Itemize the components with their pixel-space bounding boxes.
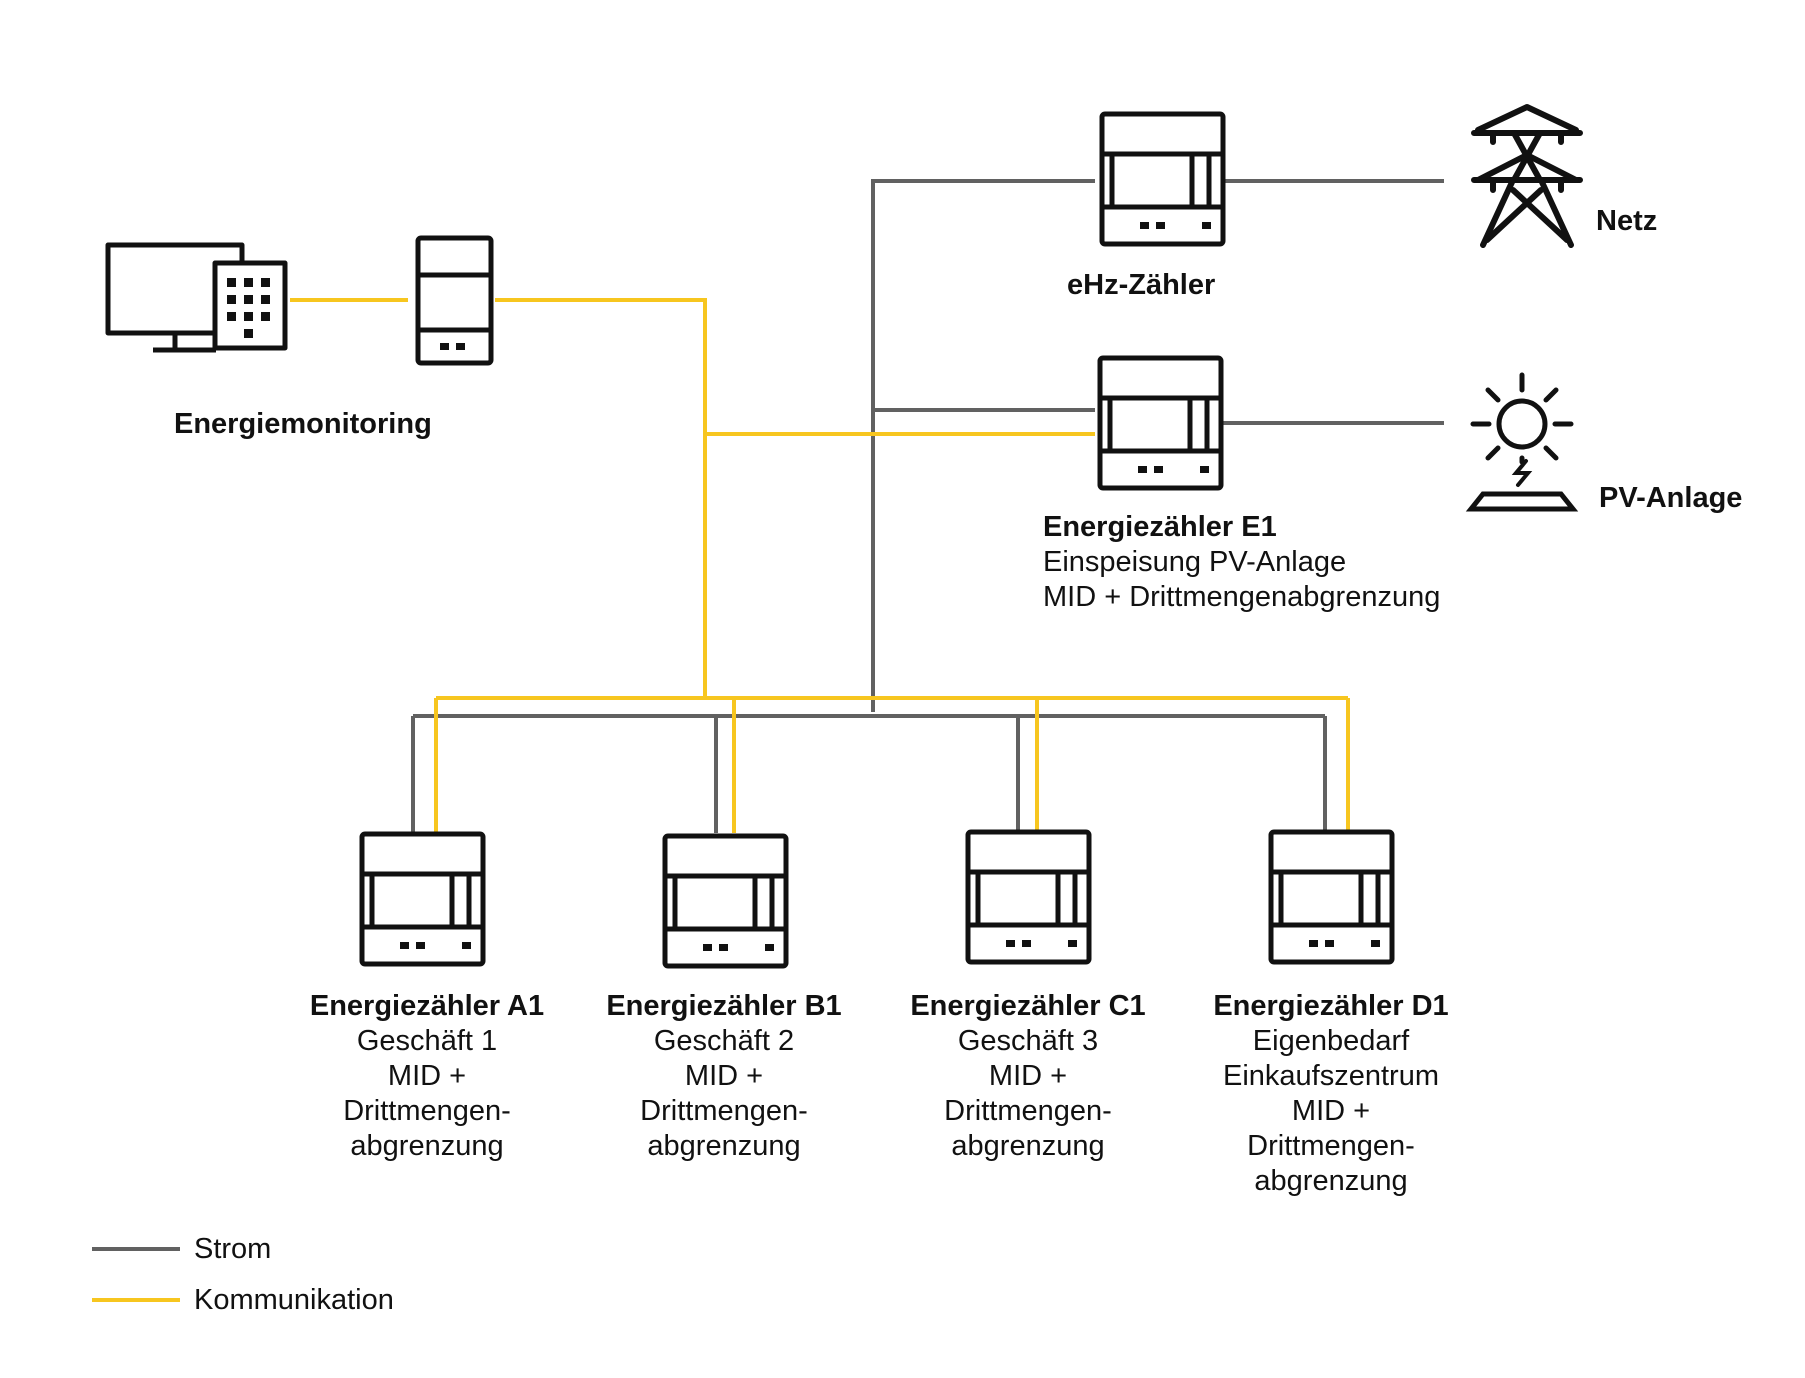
- meter-icon-b1: [662, 833, 789, 969]
- strom-lines: [411, 179, 1444, 833]
- pv-title: PV-Anlage: [1599, 482, 1743, 514]
- meters-group: [359, 111, 1395, 969]
- data-logger-icon: [415, 235, 494, 366]
- b1-title: Energiezähler B1: [606, 990, 842, 1022]
- b1-line-4: abgrenzung: [647, 1130, 801, 1162]
- label-energiemonitoring: Energiemonitoring: [174, 407, 432, 442]
- e1-line-1: Einspeisung PV-Anlage: [1043, 546, 1347, 578]
- e1-title: Energiezähler E1: [1043, 511, 1277, 543]
- d1-line-3: MID +: [1291, 1095, 1371, 1127]
- kommunikation-lines: [290, 298, 1350, 833]
- d1-line-4: Drittmengen-: [1247, 1130, 1415, 1162]
- label-meter-e1: Energiezähler E1 Einspeisung PV-Anlage M…: [1043, 510, 1440, 615]
- a1-line-2: MID +: [387, 1060, 467, 1092]
- meter-icon-ehz: [1099, 111, 1226, 247]
- netz-title: Netz: [1596, 205, 1658, 237]
- meter-icon-e1: [1097, 355, 1224, 491]
- ehz-title: eHz-Zähler: [1067, 269, 1216, 301]
- b1-line-3: Drittmengen-: [640, 1095, 808, 1127]
- c1-title: Energiezähler C1: [910, 990, 1146, 1022]
- monitoring-title: Energiemonitoring: [174, 408, 432, 440]
- d1-title: Energiezähler D1: [1213, 990, 1449, 1022]
- label-ehz: eHz-Zähler: [1067, 268, 1215, 303]
- monitor-building-icon: [105, 242, 288, 353]
- b1-line-2: MID +: [684, 1060, 764, 1092]
- label-netz: Netz: [1596, 204, 1657, 239]
- a1-line-1: Geschäft 1: [356, 1025, 498, 1057]
- legend-kommunikation-swatch: [92, 1298, 180, 1302]
- label-meter-d1: Energiezähler D1 Eigenbedarf Einkaufszen…: [1213, 989, 1448, 1199]
- b1-line-1: Geschäft 2: [653, 1025, 795, 1057]
- a1-line-3: Drittmengen-: [343, 1095, 511, 1127]
- a1-title: Energiezähler A1: [309, 990, 545, 1022]
- legend-strom-label: Strom: [194, 1233, 272, 1265]
- label-pv-anlage: PV-Anlage: [1599, 481, 1742, 516]
- c1-line-4: abgrenzung: [951, 1130, 1105, 1162]
- meter-icon-c1: [965, 829, 1092, 965]
- legend-kommunikation-label: Kommunikation: [194, 1284, 394, 1316]
- c1-line-2: MID +: [988, 1060, 1068, 1092]
- sun-solar-panel-icon: [1465, 372, 1579, 512]
- power-pylon-icon: [1471, 104, 1583, 248]
- meter-icon-d1: [1268, 829, 1395, 965]
- label-meter-b1: Energiezähler B1 Geschäft 2 MID + Drittm…: [606, 989, 841, 1164]
- komm-line-logger-trunk: [495, 298, 707, 698]
- a1-line-4: abgrenzung: [350, 1130, 504, 1162]
- strom-line-ehz: [871, 179, 1095, 712]
- d1-line-2: Einkaufszentrum: [1222, 1060, 1439, 1092]
- d1-line-1: Eigenbedarf: [1252, 1025, 1410, 1057]
- d1-line-5: abgrenzung: [1254, 1165, 1408, 1197]
- meter-icon-a1: [359, 831, 486, 967]
- c1-line-1: Geschäft 3: [957, 1025, 1099, 1057]
- label-meter-c1: Energiezähler C1 Geschäft 3 MID + Drittm…: [910, 989, 1145, 1164]
- label-meter-a1: Energiezähler A1 Geschäft 1 MID + Drittm…: [310, 989, 544, 1164]
- c1-line-3: Drittmengen-: [944, 1095, 1112, 1127]
- legend-strom-swatch: [92, 1247, 180, 1251]
- e1-line-2: MID + Drittmengenabgrenzung: [1043, 581, 1441, 613]
